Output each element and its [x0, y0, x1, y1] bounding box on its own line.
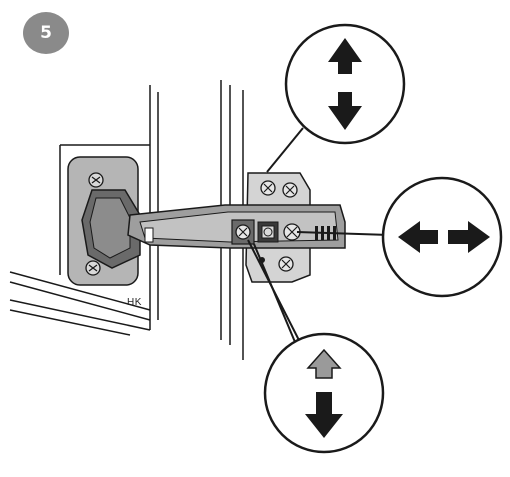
side-adjustment-callout: [381, 176, 503, 298]
up-down-arrows-icon: [328, 38, 362, 130]
step-number-badge: 5: [23, 12, 69, 54]
hinge-marking-label: HK: [127, 297, 142, 308]
hinge-cup: [67, 156, 141, 286]
depth-adjustment-callout: [263, 332, 385, 454]
leader-lines: [247, 127, 391, 355]
height-adjustment-callout: [284, 23, 406, 145]
door-panel: [9, 85, 159, 336]
up-down-depth-arrows-icon: [305, 348, 343, 438]
left-right-arrows-icon: [398, 221, 490, 253]
hinge-arm: [127, 204, 346, 249]
